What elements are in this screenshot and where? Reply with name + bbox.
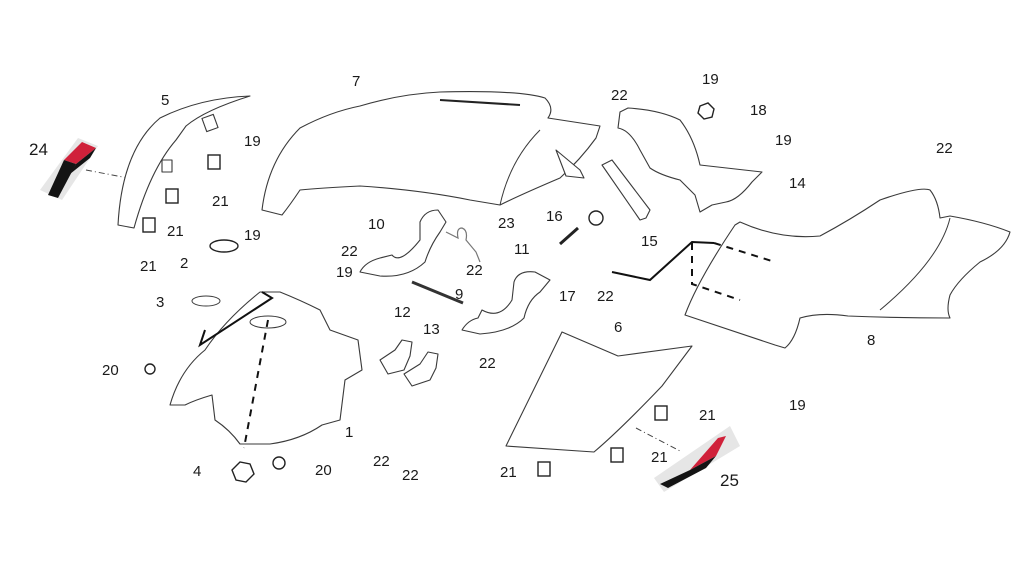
callout-22: 22 xyxy=(597,288,614,305)
callout-22: 22 xyxy=(402,467,419,484)
callout-labels: 1234567891011121314151617181919191919192… xyxy=(29,71,953,490)
hidden-line-nut xyxy=(243,319,269,449)
callout-21: 21 xyxy=(167,223,184,240)
part-16-bushing xyxy=(588,210,604,226)
callout-19: 19 xyxy=(244,227,261,244)
part-5-front-trim xyxy=(117,95,251,229)
callout-19: 19 xyxy=(775,132,792,149)
callout-7: 7 xyxy=(352,73,360,90)
callout-11: 11 xyxy=(514,241,530,258)
callout-16: 16 xyxy=(546,208,563,225)
callout-3: 3 xyxy=(156,294,164,311)
callout-10: 10 xyxy=(368,216,385,233)
callout-9: 9 xyxy=(455,286,463,303)
callout-6: 6 xyxy=(614,319,622,336)
part-3-grommet xyxy=(191,295,221,307)
part-9-pin xyxy=(411,280,464,305)
callout-21: 21 xyxy=(500,464,517,481)
part-2-cap-bolt xyxy=(209,239,239,253)
callout-22: 22 xyxy=(341,243,358,260)
part-13-bracket xyxy=(403,351,439,387)
callout-22: 22 xyxy=(479,355,496,372)
callout-12: 12 xyxy=(394,304,411,321)
callout-21: 21 xyxy=(140,258,157,275)
callout-23: 23 xyxy=(498,215,515,232)
clip-21-icon xyxy=(537,461,551,477)
decal-24 xyxy=(40,138,98,200)
part-7-upper-cowl xyxy=(261,91,601,216)
callout-5: 5 xyxy=(161,92,169,109)
clip-21-icon xyxy=(207,154,221,170)
callout-22: 22 xyxy=(373,453,390,470)
callout-25: 25 xyxy=(720,471,739,490)
part-20-screw xyxy=(272,456,286,470)
part-6-side-cover xyxy=(505,331,693,453)
callout-18: 18 xyxy=(750,102,767,119)
callout-21: 21 xyxy=(699,407,716,424)
decal-25 xyxy=(654,426,740,492)
callout-2: 2 xyxy=(180,255,188,272)
callout-8: 8 xyxy=(867,332,875,349)
hidden-line-panel xyxy=(691,242,776,301)
part-1-lower-fairing xyxy=(169,291,363,445)
callout-4: 4 xyxy=(193,463,201,480)
part-11-hinge-arm xyxy=(461,271,551,335)
callout-1: 1 xyxy=(345,424,353,441)
part-14-bracket xyxy=(617,107,763,213)
callout-15: 15 xyxy=(641,233,658,250)
part-17-bolt xyxy=(559,226,579,246)
clip-21-icon xyxy=(142,217,156,233)
decal-25-alignment-line xyxy=(635,427,683,453)
callout-22: 22 xyxy=(466,262,483,279)
clip-21-icon xyxy=(610,447,624,463)
part-15-hinge-plate xyxy=(601,159,651,221)
callout-19: 19 xyxy=(702,71,719,88)
callout-20: 20 xyxy=(102,362,119,379)
callout-17: 17 xyxy=(559,288,576,305)
callout-22: 22 xyxy=(936,140,953,157)
callout-21: 21 xyxy=(212,193,229,210)
part-8-side-panel xyxy=(684,188,1011,349)
part-20-screw xyxy=(144,363,156,375)
callout-24: 24 xyxy=(29,140,48,159)
leader-22-panel xyxy=(611,240,715,282)
callout-21: 21 xyxy=(651,449,668,466)
callout-22: 22 xyxy=(611,87,628,104)
callout-19: 19 xyxy=(789,397,806,414)
leader-3-to-1 xyxy=(198,291,274,348)
part-23-spring xyxy=(445,227,481,263)
callout-20: 20 xyxy=(315,462,332,479)
clip-21-icon xyxy=(165,188,179,204)
callout-13: 13 xyxy=(423,321,440,338)
part-4-nut xyxy=(231,461,255,483)
part-18-nut xyxy=(697,102,715,120)
decal-24-alignment-line xyxy=(85,169,129,179)
part-10-hinge-arm xyxy=(359,209,447,277)
part-12-bracket xyxy=(379,339,413,375)
clip-21-icon xyxy=(654,405,668,421)
callout-14: 14 xyxy=(789,175,806,192)
callout-19: 19 xyxy=(244,133,261,150)
callout-19: 19 xyxy=(336,264,353,281)
